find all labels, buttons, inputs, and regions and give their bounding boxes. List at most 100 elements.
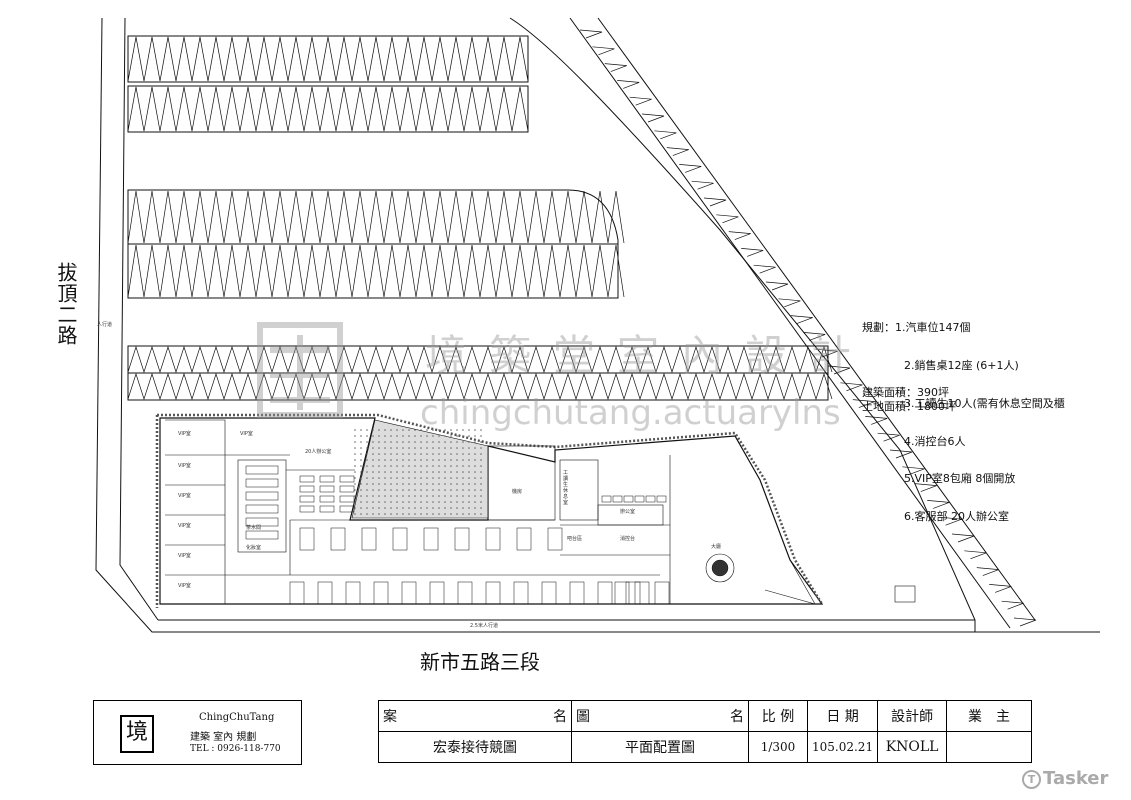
courtyard-texture-dot [354, 429, 356, 431]
courtyard-texture-dot [414, 447, 416, 449]
courtyard-texture-dot [426, 447, 428, 449]
courtyard-texture-dot [438, 459, 440, 461]
courtyard-texture-dot [414, 459, 416, 461]
courtyard-texture-dot [468, 435, 470, 437]
courtyard-texture-dot [444, 459, 446, 461]
courtyard-texture-dot [360, 483, 362, 485]
courtyard-texture-dot [366, 471, 368, 473]
courtyard-texture-dot [366, 453, 368, 455]
courtyard-texture-dot [438, 483, 440, 485]
office-desk [319, 485, 335, 493]
courtyard-texture-dot [426, 435, 428, 437]
room-label-vip-1: VIP室 [178, 431, 191, 437]
courtyard-texture-dot [480, 471, 482, 473]
courtyard-texture-dot [468, 441, 470, 443]
room-label-staff-rest: 工讀生休息室 [563, 470, 569, 506]
room-label-machine: 機房 [512, 489, 523, 495]
courtyard-texture-dot [462, 435, 464, 437]
courtyard-texture-dot [462, 507, 464, 509]
header-owner: 業 主 [946, 700, 1032, 732]
office-desk-small [601, 495, 612, 503]
courtyard-texture-dot [390, 489, 392, 491]
courtyard-texture-dot [450, 471, 452, 473]
parking-row-4 [127, 244, 625, 298]
courtyard-texture-dot [468, 507, 470, 509]
courtyard-texture-dot [384, 441, 386, 443]
courtyard-texture-dot [456, 513, 458, 515]
courtyard-texture-dot [372, 453, 374, 455]
courtyard-texture-dot [384, 471, 386, 473]
sales-table-lower [289, 581, 305, 605]
courtyard [351, 419, 489, 519]
courtyard-texture-dot [468, 477, 470, 479]
courtyard-texture-dot [390, 477, 392, 479]
office-desk [339, 485, 355, 493]
courtyard-texture-dot [414, 471, 416, 473]
courtyard-texture-dot [450, 429, 452, 431]
courtyard-texture-dot [360, 489, 362, 491]
courtyard-texture-dot [402, 501, 404, 503]
courtyard-texture-dot [372, 495, 374, 497]
courtyard-texture-dot [462, 501, 464, 503]
courtyard-texture-dot [468, 459, 470, 461]
courtyard-texture-dot [372, 447, 374, 449]
courtyard-texture-dot [474, 453, 476, 455]
courtyard-texture-dot [450, 447, 452, 449]
courtyard-texture-dot [414, 465, 416, 467]
courtyard-texture-dot [396, 507, 398, 509]
office-desk-small [612, 495, 623, 503]
courtyard-texture-dot [474, 459, 476, 461]
courtyard-texture-dot [390, 459, 392, 461]
sales-table-lower [317, 581, 333, 605]
owner-value [946, 731, 1032, 763]
courtyard-texture-dot [396, 453, 398, 455]
courtyard-texture-dot [360, 507, 362, 509]
courtyard-texture-dot [456, 483, 458, 485]
courtyard-texture-dot [468, 465, 470, 467]
courtyard-texture-dot [480, 513, 482, 515]
courtyard-texture-dot [474, 513, 476, 515]
courtyard-texture-dot [390, 507, 392, 509]
courtyard-texture-dot [480, 465, 482, 467]
courtyard-texture-dot [396, 501, 398, 503]
courtyard-texture-dot [462, 483, 464, 485]
sales-table-upper [423, 527, 439, 551]
courtyard-texture-dot [426, 507, 428, 509]
courtyard-texture-dot [366, 513, 368, 515]
courtyard-texture-dot [426, 471, 428, 473]
courtyard-texture-dot [390, 465, 392, 467]
courtyard-texture-dot [426, 459, 428, 461]
drawing-name: 平面配置圖 [571, 731, 749, 763]
sales-table-lower [345, 581, 361, 605]
sales-table-lower [401, 581, 417, 605]
courtyard-texture-dot [360, 441, 362, 443]
courtyard-texture-dot [432, 447, 434, 449]
courtyard-texture-dot [438, 441, 440, 443]
courtyard-texture-dot [426, 495, 428, 497]
courtyard-texture-dot [474, 441, 476, 443]
office-desk [319, 505, 335, 513]
courtyard-texture-dot [438, 513, 440, 515]
courtyard-texture-dot [480, 459, 482, 461]
courtyard-texture-dot [378, 471, 380, 473]
courtyard-texture-dot [456, 447, 458, 449]
courtyard-texture-dot [408, 501, 410, 503]
courtyard-texture-dot [462, 459, 464, 461]
courtyard-texture-dot [390, 429, 392, 431]
courtyard-texture-dot [396, 483, 398, 485]
courtyard-texture-dot [420, 435, 422, 437]
courtyard-texture-dot [390, 447, 392, 449]
courtyard-texture-dot [372, 435, 374, 437]
courtyard-texture-dot [378, 453, 380, 455]
courtyard-texture-dot [444, 435, 446, 437]
courtyard-texture-dot [396, 447, 398, 449]
road-edge-left-inner [119, 17, 159, 621]
firm-services: 建築 室內 規劃 [190, 732, 257, 743]
courtyard-texture-dot [438, 453, 440, 455]
courtyard-texture-dot [456, 471, 458, 473]
sales-table-lower [541, 581, 557, 605]
courtyard-texture-dot [438, 447, 440, 449]
courtyard-texture-dot [480, 435, 482, 437]
courtyard-texture-dot [372, 471, 374, 473]
tasker-logo-icon: T [1022, 770, 1041, 789]
